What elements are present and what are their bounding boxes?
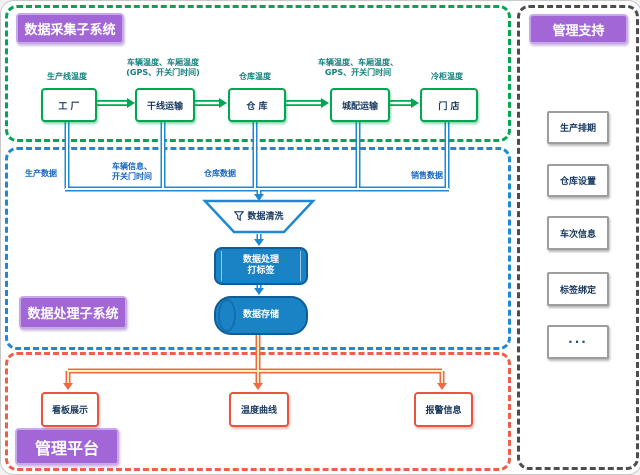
ellipsis-icon: ···	[568, 335, 588, 349]
processing-region-label: 数据处理子系统	[19, 296, 127, 329]
warehouse-sensor-note: 仓库温度	[239, 72, 271, 81]
support-item-warehouse-settings: 仓库设置	[547, 164, 609, 197]
node-store-label: 门 店	[438, 101, 460, 112]
node-temperature-curve: 温度曲线	[229, 392, 289, 427]
node-dashboard-display: 看板展示	[41, 392, 99, 427]
data-collection-region	[5, 5, 511, 142]
node-data-storage: 数据存储	[214, 296, 308, 335]
node-trunk-transport: 干线运输	[135, 88, 195, 122]
support-item-trip-info: 车次信息	[547, 216, 609, 250]
funnel-label: 数据清洗	[247, 212, 284, 222]
support-region-label: 管理支持	[529, 14, 628, 44]
bus-label-sales-data: 销售数据	[411, 171, 443, 180]
node-factory-label: 工 厂	[58, 101, 80, 112]
node-trunk-transport-label: 干线运输	[146, 101, 183, 112]
node-city-delivery: 城配运输	[330, 88, 390, 122]
bus-label-vehicle-data: 车辆信息、 开关门时间	[112, 162, 152, 181]
funnel-icon	[234, 210, 245, 221]
node-alarm-info: 报警信息	[414, 392, 473, 427]
node-factory: 工 厂	[41, 88, 97, 122]
management-support-region	[517, 5, 639, 470]
node-warehouse-label: 仓 库	[246, 101, 268, 112]
support-item-production-schedule: 生产排期	[547, 111, 609, 144]
store-sensor-note: 冷柜温度	[431, 72, 463, 81]
support-item-tag-binding: 标签绑定	[547, 272, 609, 306]
support-item-more: ···	[547, 325, 609, 359]
platform-region-label: 管理平台	[15, 428, 119, 465]
city-delivery-sensor-note: 车辆温度、车厢温度、 GPS、开关门时间	[318, 58, 398, 77]
funnel-data-cleaning: 数据清洗	[214, 209, 304, 222]
node-city-delivery-label: 城配运输	[341, 101, 378, 112]
bus-label-warehouse-data: 仓库数据	[204, 169, 236, 178]
node-warehouse: 仓 库	[228, 88, 286, 122]
trunk-transport-sensor-note: 车辆温度、车厢温度 (GPS、开关门时间)	[126, 58, 200, 77]
bus-label-production-data: 生产数据	[25, 169, 57, 178]
collection-region-label: 数据采集子系统	[16, 13, 124, 44]
node-store: 门 店	[420, 88, 478, 122]
factory-sensor-note: 生产线温度	[47, 72, 87, 81]
node-data-processing: 数据处理 打标签	[214, 247, 308, 285]
